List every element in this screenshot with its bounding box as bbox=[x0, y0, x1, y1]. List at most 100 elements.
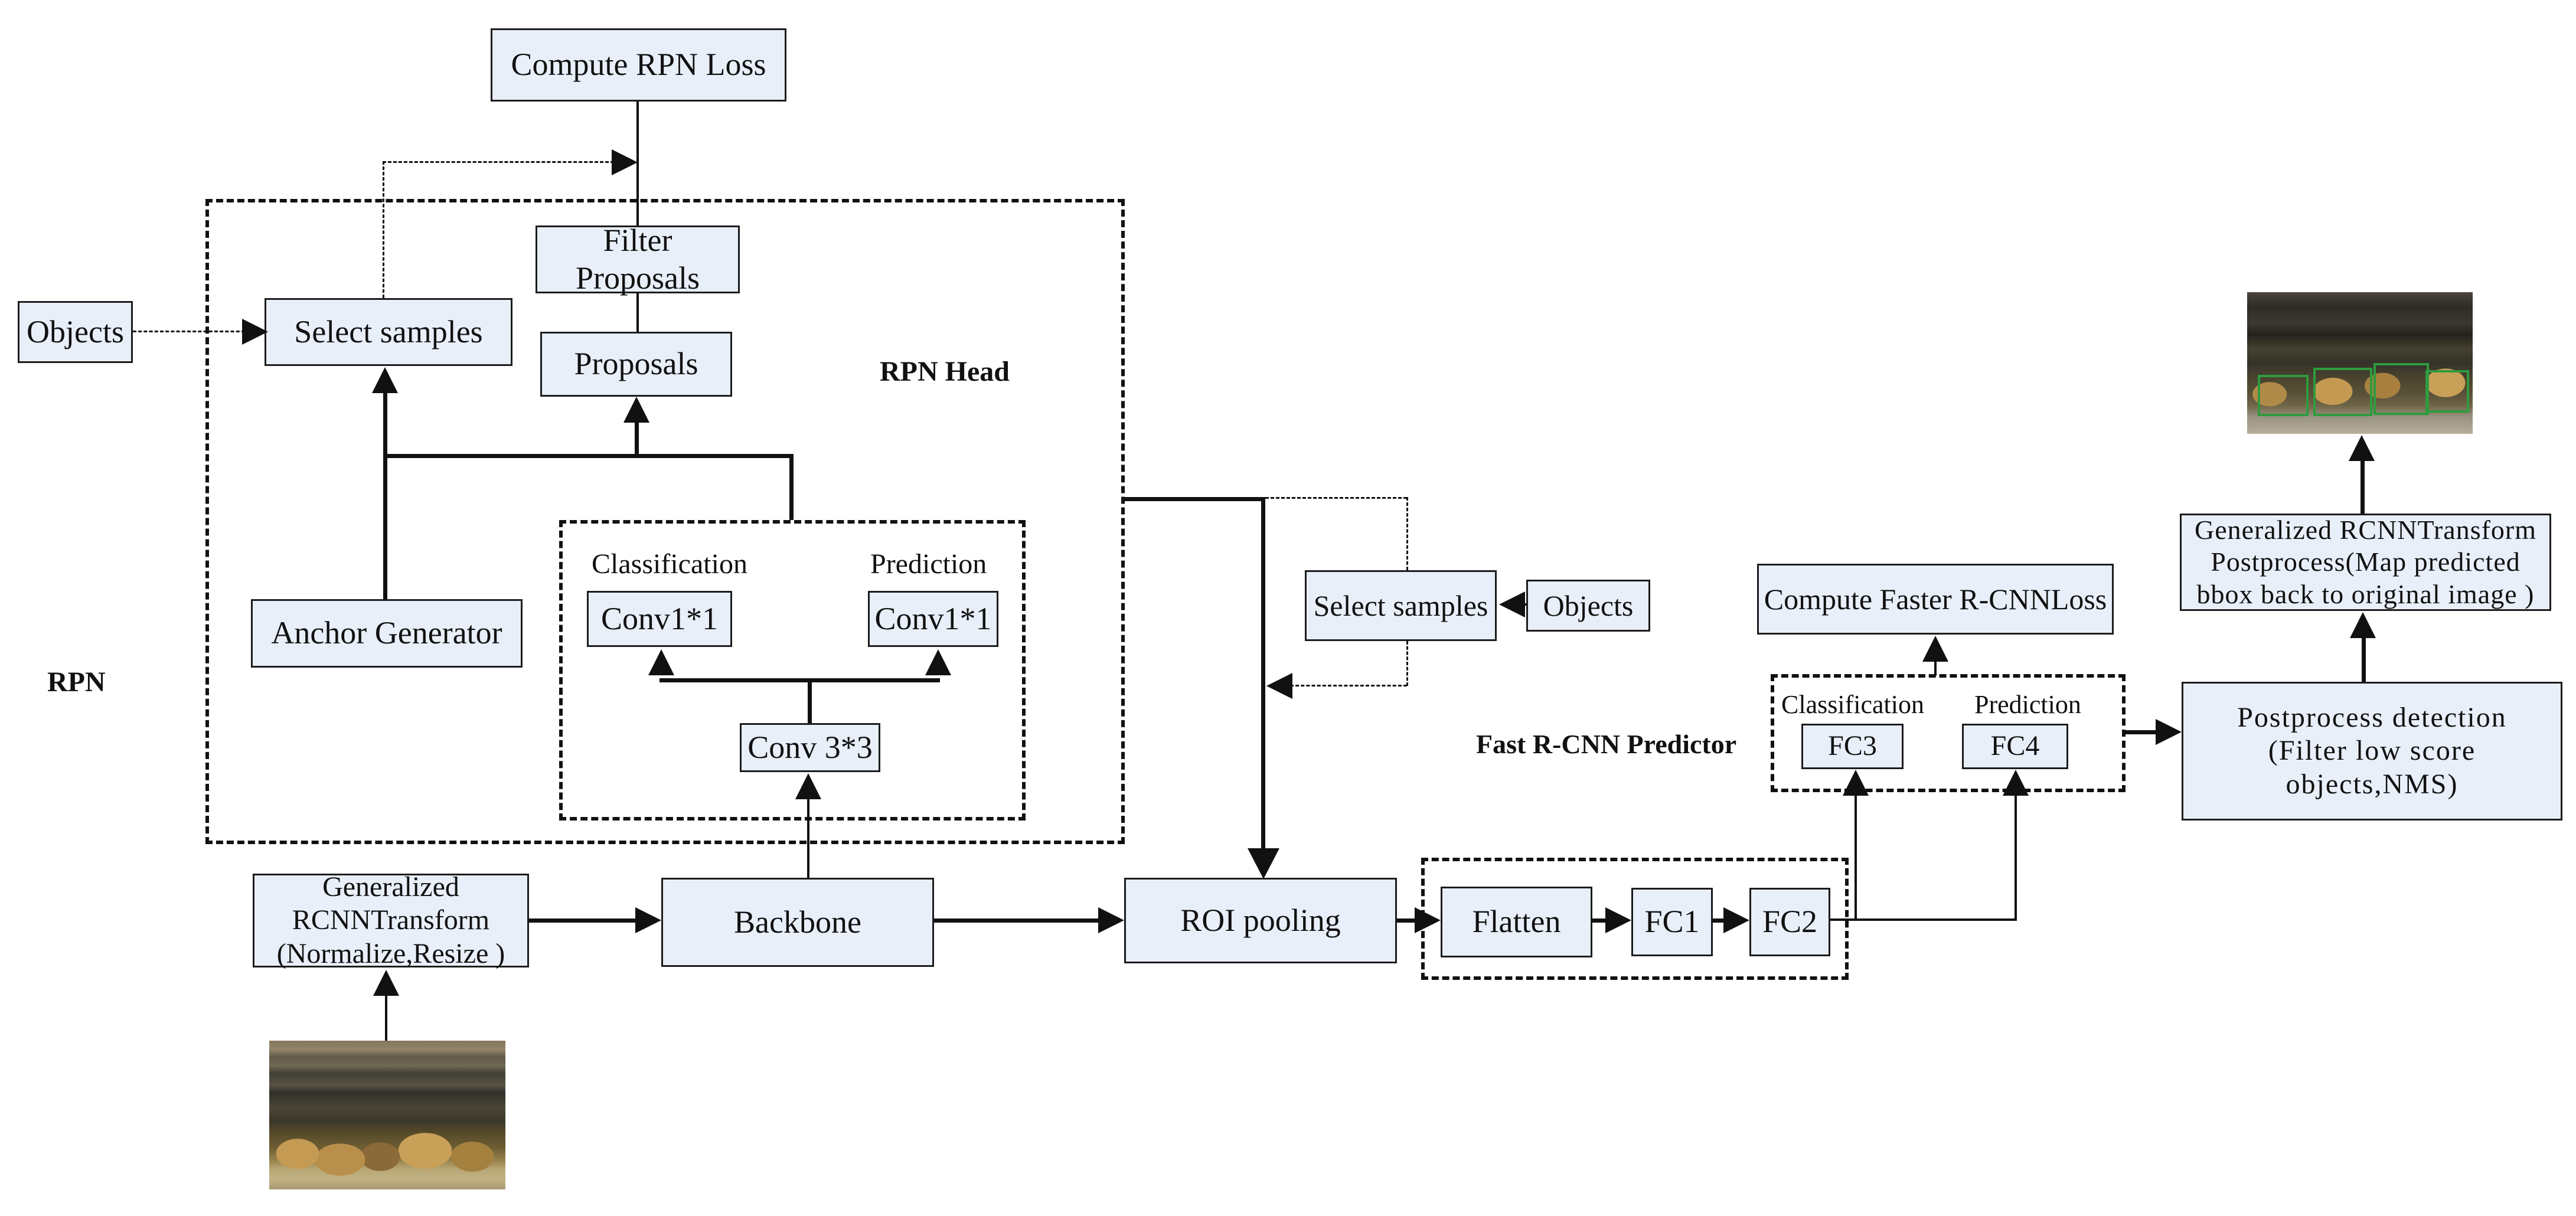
rpn-prediction-label: Prediction bbox=[870, 548, 987, 580]
fc3-text: FC3 bbox=[1828, 730, 1877, 762]
generalized-rcnn-transform-text: Generalized RCNNTransform (Normalize,Res… bbox=[277, 871, 505, 971]
grt-postprocess-text: Generalized RCNNTransform Postprocess(Ma… bbox=[2195, 514, 2536, 610]
rpn-head-label: RPN Head bbox=[880, 356, 1010, 387]
connector-rpn-exit bbox=[1125, 497, 1265, 501]
connector-predictor-to-postprocess bbox=[2126, 730, 2158, 734]
compute-rpn-loss-box: Compute RPN Loss bbox=[491, 28, 786, 102]
connector-conv33-to-split bbox=[808, 678, 812, 723]
anchor-generator-box: Anchor Generator bbox=[251, 599, 523, 668]
roi-pooling-box: ROI pooling bbox=[1124, 878, 1397, 963]
anchor-generator-text: Anchor Generator bbox=[271, 615, 502, 651]
output-livestock-photo bbox=[2247, 292, 2473, 434]
arrowhead-into-roi bbox=[1098, 907, 1124, 933]
arrowhead-into-proposals bbox=[623, 397, 649, 423]
dashed-objects-to-select bbox=[133, 331, 245, 332]
frcnn-prediction-label: Prediction bbox=[1974, 690, 2081, 719]
conv1x1-classification-text: Conv1*1 bbox=[600, 600, 719, 636]
dashed-down-into-select-frcnn bbox=[1406, 497, 1408, 570]
fc1-box: FC1 bbox=[1631, 888, 1713, 956]
connector-image-to-grt bbox=[385, 992, 387, 1041]
fc4-text: FC4 bbox=[1990, 730, 2040, 762]
arrowhead-objects-into-select bbox=[242, 319, 268, 345]
dashed-select-frcnn-down bbox=[1406, 641, 1408, 686]
generalized-rcnn-transform-box: Generalized RCNNTransform (Normalize,Res… bbox=[253, 871, 529, 969]
postprocess-line-1: Postprocess detection bbox=[2237, 701, 2507, 733]
arrowhead-into-conv3x3 bbox=[795, 773, 821, 799]
dashed-proposals-to-select-frcnn bbox=[1265, 497, 1407, 499]
fc1-text: FC1 bbox=[1644, 904, 1700, 940]
detection-bbox bbox=[2258, 375, 2309, 416]
fast-rcnn-predictor-label: Fast R-CNN Predictor bbox=[1476, 729, 1737, 759]
detection-bbox bbox=[2373, 363, 2429, 415]
arrowhead-objects-into-select-frcnn bbox=[1499, 591, 1525, 617]
arrowhead-into-postprocess bbox=[2156, 719, 2182, 745]
conv1x1-prediction-text: Conv1*1 bbox=[874, 600, 992, 636]
grt-line-3: (Normalize,Resize ) bbox=[276, 937, 505, 969]
detection-bbox bbox=[2313, 368, 2372, 416]
flatten-text: Flatten bbox=[1472, 904, 1561, 940]
connector-backbone-to-conv33 bbox=[807, 797, 809, 878]
input-livestock-photo bbox=[269, 1041, 505, 1189]
select-samples-frcnn-box: Select samples bbox=[1305, 570, 1497, 641]
compute-faster-rcnn-loss-box: Compute Faster R-CNNLoss bbox=[1757, 564, 2114, 635]
connector-anchor-to-select bbox=[383, 390, 387, 599]
connector-junction-to-proposals bbox=[635, 419, 639, 457]
grt-postprocess-line-2: Postprocess(Map predicted bbox=[2211, 547, 2521, 577]
connector-loss-to-filter bbox=[636, 102, 639, 225]
rpn-classification-label: Classification bbox=[592, 548, 747, 580]
backbone-box: Backbone bbox=[661, 878, 934, 967]
connector-up-to-fc3 bbox=[1855, 793, 1857, 921]
rpn-label: RPN bbox=[47, 666, 106, 698]
arrowhead-into-roi-line bbox=[1266, 673, 1292, 699]
conv1x1-prediction-box: Conv1*1 bbox=[868, 591, 998, 647]
detection-bbox bbox=[2425, 370, 2469, 413]
connector-grt-to-backbone bbox=[529, 918, 638, 923]
arrowhead-into-fc1 bbox=[1605, 907, 1631, 933]
arrowhead-into-conv1x1-prediction bbox=[925, 649, 951, 675]
dashed-select-to-lossline bbox=[383, 161, 614, 163]
arrowhead-into-select-samples-rpn bbox=[372, 367, 398, 393]
postprocess-line-2: (Filter low score objects,NMS) bbox=[2268, 735, 2476, 800]
connector-postprocess-to-grtpost bbox=[2362, 635, 2366, 682]
connector-fc2-out bbox=[1830, 918, 2017, 921]
proposals-text: Proposals bbox=[574, 346, 698, 382]
rpn-head-container bbox=[559, 520, 1026, 821]
filter-proposals-box: Filter Proposals bbox=[536, 223, 740, 296]
grt-postprocess-box: Generalized RCNNTransform Postprocess(Ma… bbox=[2180, 514, 2551, 611]
grt-postprocess-line-3: bbox back to original image ) bbox=[2196, 578, 2535, 609]
connector-filter-to-proposals bbox=[636, 293, 639, 332]
arrowhead-into-fc3 bbox=[1843, 770, 1869, 796]
connector-up-to-fc4 bbox=[2015, 793, 2017, 921]
connector-roi-to-flatten bbox=[1397, 918, 1418, 923]
arrowhead-into-flatten bbox=[1415, 907, 1441, 933]
postprocess-detection-box: Postprocess detection (Filter low score … bbox=[2182, 682, 2562, 821]
select-samples-frcnn-text: Select samples bbox=[1313, 589, 1488, 622]
compute-rpn-loss-text: Compute RPN Loss bbox=[511, 47, 766, 83]
select-samples-rpn-text: Select samples bbox=[294, 313, 483, 349]
postprocess-detection-text: Postprocess detection (Filter low score … bbox=[2183, 701, 2561, 802]
connector-proposals-to-roi bbox=[1261, 497, 1265, 851]
connector-predictor-to-loss bbox=[1934, 658, 1937, 676]
select-samples-rpn-box: Select samples bbox=[265, 298, 512, 366]
objects-left-text: Objects bbox=[27, 313, 124, 349]
flatten-box: Flatten bbox=[1441, 887, 1592, 957]
backbone-text: Backbone bbox=[734, 904, 861, 940]
grt-postprocess-line-1: Generalized RCNNTransform bbox=[2194, 515, 2537, 545]
fast-rcnn-predictor-container bbox=[1771, 674, 2126, 792]
conv1x1-classification-box: Conv1*1 bbox=[587, 591, 732, 647]
fc2-box: FC2 bbox=[1749, 888, 1830, 956]
arrowhead-into-fc4 bbox=[2003, 770, 2029, 796]
objects-frcnn-box: Objects bbox=[1526, 580, 1650, 632]
arrowhead-into-roi-pooling bbox=[1248, 848, 1279, 879]
rpn-container bbox=[205, 199, 1125, 844]
arrowhead-into-faster-loss bbox=[1922, 636, 1948, 662]
grt-line-1: Generalized bbox=[322, 871, 459, 903]
compute-faster-rcnn-loss-text: Compute Faster R-CNNLoss bbox=[1764, 582, 2107, 616]
connector-grtpost-to-image bbox=[2360, 457, 2365, 514]
filter-proposals-text: Filter Proposals bbox=[575, 222, 700, 296]
connector-flatten-to-fc1 bbox=[1592, 918, 1609, 923]
objects-left-box: Objects bbox=[18, 301, 133, 363]
grt-line-2: RCNNTransform bbox=[292, 904, 490, 936]
connector-head-output-horizontal bbox=[386, 454, 794, 458]
